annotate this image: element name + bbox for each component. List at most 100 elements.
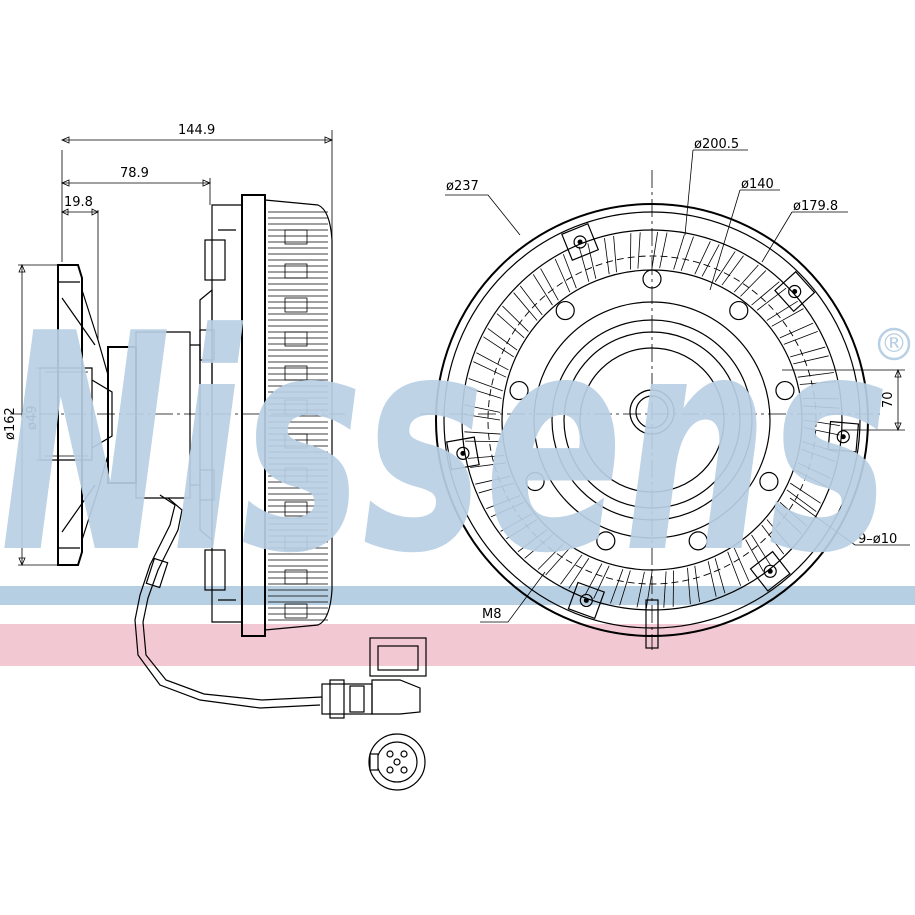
mounting-hole [555, 300, 575, 321]
dim-outer-bolt-circle: ø179.8 [793, 199, 838, 214]
blade-line [487, 328, 518, 351]
fan-blades [464, 232, 840, 608]
fin-block [284, 229, 308, 245]
blade-line [766, 519, 791, 548]
blade-line [637, 232, 641, 269]
boss-pad [567, 581, 606, 620]
boss-hole [763, 564, 777, 578]
blade-line [714, 558, 726, 594]
blade-line [500, 513, 533, 532]
blade-line [613, 235, 617, 273]
blade-line [714, 251, 736, 282]
dim-inner-bolt-circle: ø140 [741, 177, 774, 192]
dim-outer-diameter: ø237 [446, 179, 479, 194]
blade-line [467, 455, 505, 459]
mounting-hole [729, 300, 749, 321]
blade-line [803, 419, 840, 427]
blade-line [486, 495, 521, 510]
blade-line [803, 427, 840, 436]
blade-line [475, 475, 511, 485]
blade-line [470, 462, 507, 468]
mounting-hole [525, 471, 545, 492]
side-view: 144.9 78.9 19.8 ø162 ø49 [3, 123, 427, 791]
boss-center [767, 568, 773, 574]
registered-mark-circle [877, 327, 911, 361]
blade-line [540, 268, 559, 301]
mounting-hole [596, 531, 616, 551]
fin-block [284, 569, 308, 585]
boss-hole [836, 430, 850, 444]
blade-line [797, 462, 831, 479]
boss-pad [749, 550, 791, 592]
blade-line [790, 482, 821, 504]
blade-line [645, 571, 653, 608]
blade-line [619, 570, 631, 606]
blade-line [568, 558, 590, 589]
boss-center [792, 289, 798, 295]
blade-line [663, 571, 667, 608]
blade-line [532, 274, 553, 306]
blade-line [721, 255, 744, 286]
blade-line [537, 543, 564, 570]
blade-line [751, 534, 772, 566]
dim-thread: M8 [482, 607, 502, 622]
fin-block [284, 263, 308, 279]
blade-line [468, 378, 503, 392]
front-view: ø237 ø200.5 ø140 ø179.8 70 9–ø10 M8 [420, 137, 910, 650]
blade-line [680, 236, 694, 271]
blade-line [799, 381, 837, 385]
blade-line [578, 246, 590, 282]
mounting-hole [759, 471, 779, 492]
clutch-drum [241, 194, 266, 637]
blade-line [587, 243, 597, 279]
sensor-cable [134, 494, 321, 709]
blade-line [761, 524, 785, 555]
threaded-bosses [446, 222, 860, 620]
boss-center [577, 239, 583, 245]
blade-line [478, 482, 514, 494]
dim-holes: 9–ø10 [858, 532, 897, 547]
boss-center [583, 597, 589, 603]
fin-block [284, 297, 308, 313]
boss-hole [788, 284, 802, 299]
blade-line [496, 313, 525, 339]
mounting-hole [509, 380, 529, 401]
blade-line [783, 330, 818, 345]
dim-blade-ring-diameter: ø200.5 [694, 137, 739, 152]
boss-center [840, 434, 846, 440]
blade-line [673, 234, 685, 270]
dim-hub-depth: 19.8 [64, 195, 93, 210]
boss-pad [827, 420, 860, 453]
mounting-hole [688, 531, 708, 551]
blade-line [490, 501, 525, 518]
blade-line [803, 405, 840, 409]
fin-block [284, 433, 308, 449]
dim-overall-length: 144.9 [178, 123, 215, 138]
blade-line [562, 254, 577, 289]
registered-mark: ® [881, 329, 907, 359]
boss-pad [446, 436, 480, 471]
blade-line [795, 469, 828, 488]
blade-line [659, 232, 668, 269]
blade-line [801, 448, 836, 462]
blade-line [745, 539, 764, 572]
blade-line [524, 534, 553, 559]
blade-line [701, 244, 720, 277]
boss-center [460, 450, 466, 456]
blade-line [790, 346, 826, 358]
blade-line [694, 241, 711, 275]
brand-band-pink [0, 624, 915, 666]
blade-line [584, 563, 603, 596]
blade-line [775, 508, 802, 535]
blade-line [786, 489, 817, 512]
blade-line [766, 300, 798, 321]
boss-pad [774, 270, 816, 313]
blade-line [771, 308, 804, 327]
blade-line [483, 336, 514, 358]
dim-flange-diameter: ø162 [3, 407, 18, 440]
cooling-fins [268, 211, 328, 621]
blade-line [779, 322, 814, 339]
blade-line [610, 569, 624, 604]
